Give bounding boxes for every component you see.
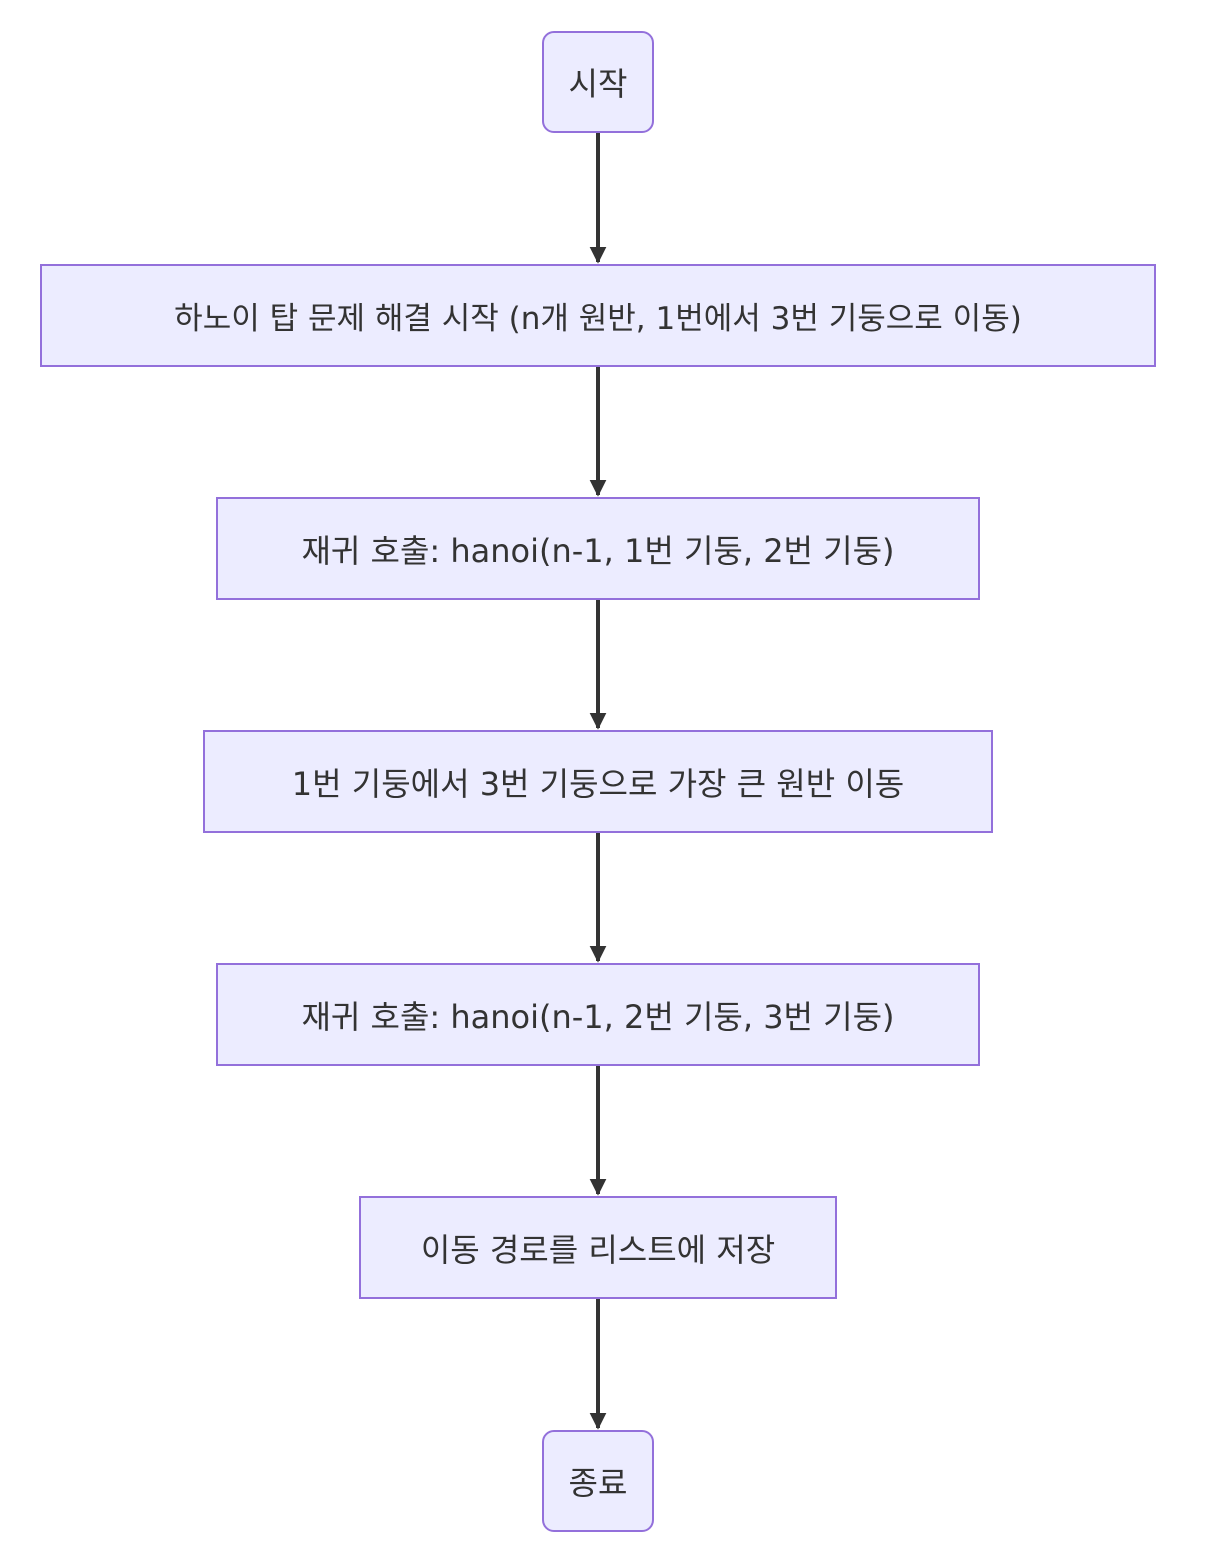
start-node-label: 시작 [568, 65, 628, 103]
move-largest-node: 1번 기둥에서 3번 기둥으로 가장 큰 원반 이동 [203, 730, 993, 833]
end-node-label: 종료 [568, 1464, 628, 1502]
save-path-node-label: 이동 경로를 리스트에 저장 [420, 1230, 776, 1269]
start-node: 시작 [542, 31, 654, 133]
init-node: 하노이 탑 문제 해결 시작 (n개 원반, 1번에서 3번 기둥으로 이동) [40, 264, 1156, 367]
recurse-first-node: 재귀 호출: hanoi(n-1, 1번 기둥, 2번 기둥) [216, 497, 980, 600]
init-node-label: 하노이 탑 문제 해결 시작 (n개 원반, 1번에서 3번 기둥으로 이동) [174, 301, 1022, 337]
recurse-first-node-label: 재귀 호출: hanoi(n-1, 1번 기둥, 2번 기둥) [301, 531, 895, 570]
move-largest-node-label: 1번 기둥에서 3번 기둥으로 가장 큰 원반 이동 [291, 764, 905, 803]
save-path-node: 이동 경로를 리스트에 저장 [359, 1196, 837, 1299]
recurse-second-node-label: 재귀 호출: hanoi(n-1, 2번 기둥, 3번 기둥) [301, 997, 895, 1036]
end-node: 종료 [542, 1430, 654, 1532]
recurse-second-node: 재귀 호출: hanoi(n-1, 2번 기둥, 3번 기둥) [216, 963, 980, 1066]
